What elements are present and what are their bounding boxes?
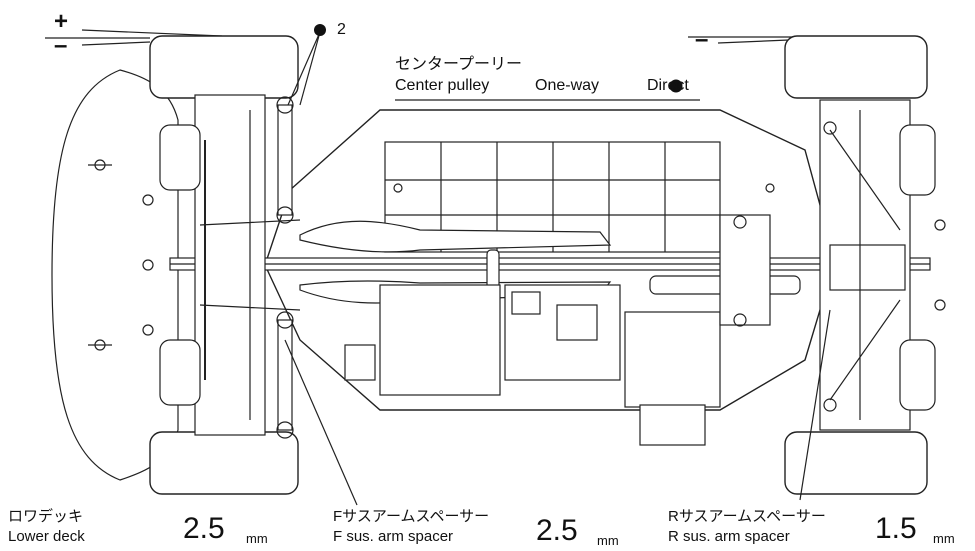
camber-plus-sign: + — [54, 8, 69, 35]
center-pulley-jp: センタープーリー — [395, 56, 523, 73]
r-spacer-value: 1.5 — [875, 512, 917, 545]
camber-minus-sign-right: – — [695, 26, 709, 53]
wheel-front-right — [149, 431, 299, 495]
f-spacer-unit: mm — [597, 533, 619, 548]
camber-minus-sign-left: – — [54, 32, 68, 59]
r-spacer-unit: mm — [933, 531, 955, 546]
front-bumper — [51, 69, 179, 481]
leader-f-spacer — [284, 339, 358, 506]
selection-dot-icon — [669, 79, 683, 93]
rear-suspension — [819, 99, 946, 431]
wheel-rear-right — [784, 431, 928, 495]
lower-deck-value: 2.5 — [183, 512, 225, 545]
leader-2-b — [299, 31, 321, 106]
leader-r-spacer — [799, 309, 831, 501]
center-pulley — [649, 214, 801, 327]
f-spacer-en: F sus. arm spacer — [333, 528, 454, 545]
leader-2-a — [287, 31, 321, 106]
center-pulley-option-direct: Direct — [647, 77, 689, 94]
lower-deck-jp: ロワデッキ — [8, 508, 84, 525]
front-suspension — [142, 94, 301, 439]
wheels — [149, 35, 928, 495]
camber-line-plus — [81, 29, 223, 37]
camber-line-minus-left — [81, 41, 151, 46]
selection-dot-icon — [314, 24, 326, 36]
center-pulley-option-oneway: One-way — [535, 77, 600, 94]
electronics — [344, 284, 621, 396]
lower-deck-unit: mm — [246, 531, 268, 546]
body-post-icon — [88, 159, 112, 351]
r-spacer-jp: Rサスアームスペーサー — [668, 508, 826, 525]
f-spacer-value: 2.5 — [536, 514, 578, 547]
drive-shaft — [169, 257, 931, 271]
wheel-front-left — [149, 35, 299, 99]
f-spacer-jp: Fサスアームスペーサー — [333, 508, 490, 525]
motor — [624, 311, 721, 446]
lower-deck-en: Lower deck — [8, 528, 85, 545]
wheel-rear-left — [784, 35, 928, 99]
r-spacer-en: R sus. arm spacer — [668, 528, 790, 545]
number-marker: 2 — [337, 21, 346, 38]
center-pulley-en: Center pulley — [395, 77, 490, 94]
